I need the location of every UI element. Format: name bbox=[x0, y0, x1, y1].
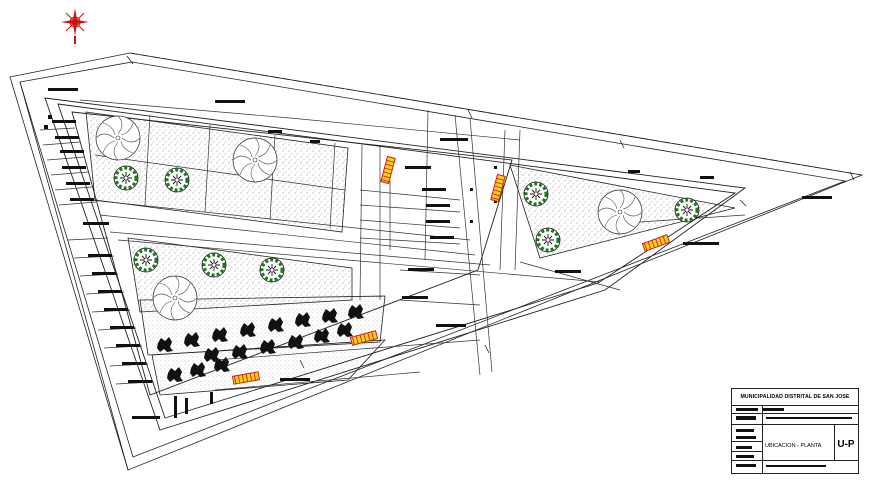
redacted-field bbox=[736, 436, 756, 439]
annotation-callouts bbox=[44, 88, 832, 419]
palm-canopy-icon bbox=[232, 137, 278, 183]
palm-canopy-icon bbox=[152, 275, 198, 321]
dimension-marks bbox=[126, 55, 855, 369]
redacted-field bbox=[736, 446, 752, 449]
tree-icon bbox=[522, 180, 550, 208]
bench-icon bbox=[641, 234, 671, 252]
palm-canopy-icon bbox=[95, 115, 141, 161]
bench-icon bbox=[380, 155, 396, 185]
organization-name: MUNICIPALIDAD DISTRITAL DE SAN JOSE bbox=[732, 389, 858, 406]
redacted-field bbox=[736, 455, 754, 458]
sheet-code: U-P bbox=[837, 439, 855, 450]
redacted-field bbox=[762, 408, 784, 411]
planting-beds bbox=[85, 111, 736, 396]
plaza-outline bbox=[44, 97, 747, 431]
tree-icon bbox=[673, 196, 701, 224]
redacted-field bbox=[736, 416, 756, 420]
redacted-field bbox=[766, 465, 826, 467]
palm-canopy-icon bbox=[597, 189, 643, 235]
tree-icon bbox=[534, 226, 562, 254]
tree-icon bbox=[163, 166, 191, 194]
redacted-field bbox=[736, 464, 756, 467]
redacted-field bbox=[736, 408, 758, 411]
property-boundary bbox=[9, 52, 864, 471]
redacted-field bbox=[766, 417, 852, 419]
tree-icon bbox=[132, 246, 160, 274]
tree-icon bbox=[112, 164, 140, 192]
north-arrow-icon bbox=[61, 8, 89, 44]
title-block: MUNICIPALIDAD DISTRITAL DE SAN JOSE UBIC… bbox=[731, 388, 859, 474]
sheet-title: UBICACION - PLANTA bbox=[765, 443, 822, 449]
tree-icon bbox=[200, 251, 228, 279]
tree-icon bbox=[258, 256, 286, 284]
redacted-field bbox=[736, 429, 754, 432]
